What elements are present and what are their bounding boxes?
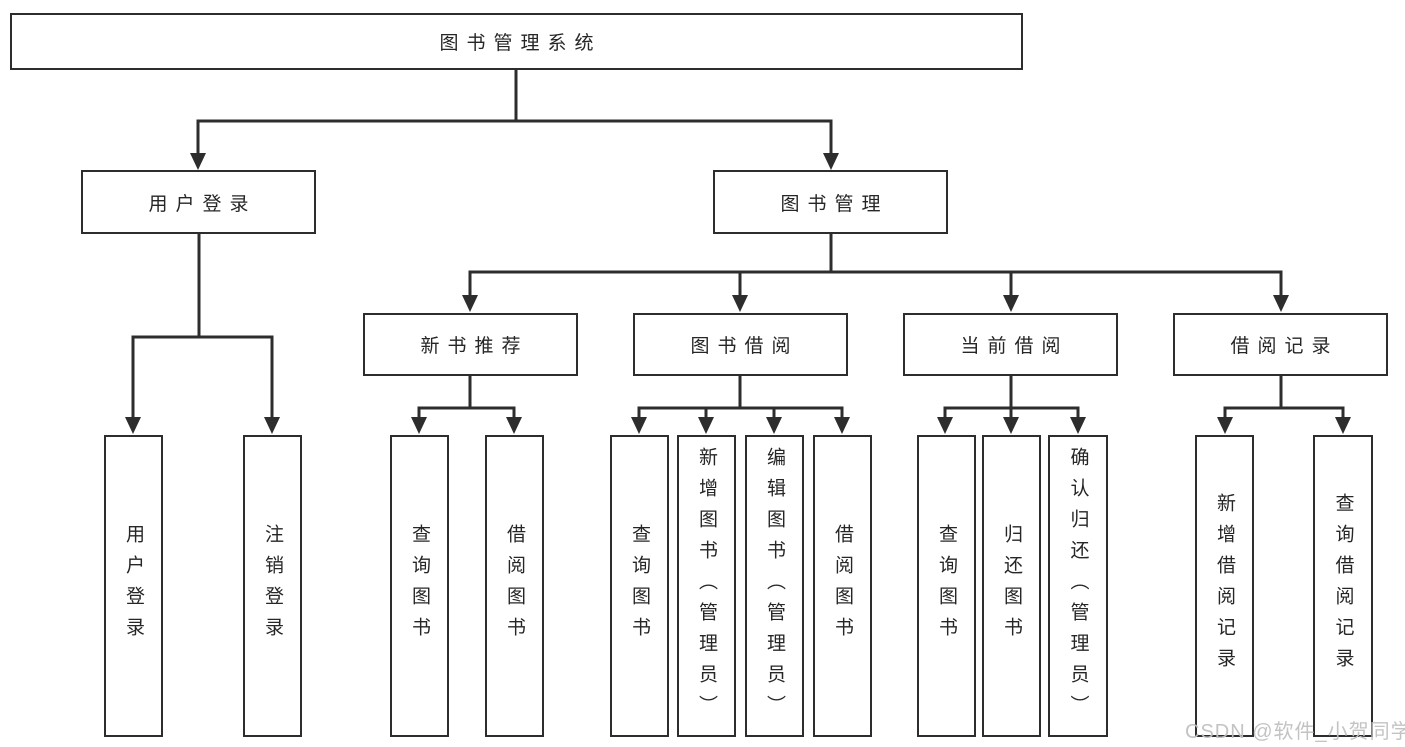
arrowhead [766,417,782,434]
leaf-user-login: 用户登录 [104,435,163,737]
arrowhead [1335,417,1351,434]
node-new-book-recommend: 新书推荐 [363,313,578,376]
node-user-login: 用户登录 [81,170,316,234]
arrowhead [1070,417,1086,434]
arrowhead [631,417,647,434]
connector-level1-bus [196,119,833,156]
leaf-current-confirm-return-admin: 确认归还（管理员） [1048,435,1108,737]
leaf-current-query-books: 查询图书 [917,435,976,737]
connector-level3-bus [468,270,1283,298]
leaf-borrowing-add-books-admin: 新增图书（管理员） [677,435,736,737]
node-borrowing-records: 借阅记录 [1173,313,1388,376]
leaf-borrowing-edit-books-admin: 编辑图书（管理员） [745,435,804,737]
watermark-text: CSDN @软件_小贺同学 [1185,721,1405,743]
node-library-management-system: 图书管理系统 [10,13,1023,70]
node-current-borrowing: 当前借阅 [903,313,1118,376]
leaf-logout-login: 注销登录 [243,435,302,737]
arrowhead [411,417,427,434]
arrowhead [834,417,850,434]
connector-records [1223,376,1345,420]
connector-borrowing [637,376,844,420]
leaf-recommend-query-books: 查询图书 [390,435,449,737]
arrowhead [1003,417,1019,434]
arrowhead [1273,295,1289,312]
arrowhead [506,417,522,434]
leaf-recommend-borrow-books: 借阅图书 [485,435,544,737]
arrowhead [264,417,280,434]
arrowhead [698,417,714,434]
arrowhead [1003,295,1019,312]
leaf-records-query-borrow-record: 查询借阅记录 [1313,435,1373,737]
arrowhead [462,295,478,312]
leaf-records-add-borrow-record: 新增借阅记录 [1195,435,1254,737]
arrowhead [937,417,953,434]
leaf-borrowing-borrow-books: 借阅图书 [813,435,872,737]
arrowhead [732,295,748,312]
connector-login-bus [131,335,274,420]
connector-recommend [417,376,516,420]
arrowhead [125,417,141,434]
node-book-borrowing: 图书借阅 [633,313,848,376]
leaf-current-return-books: 归还图书 [982,435,1041,737]
arrowhead [1217,417,1233,434]
leaf-borrowing-query-books: 查询图书 [610,435,669,737]
arrowhead [823,153,839,170]
arrowhead [190,153,206,170]
node-book-management: 图书管理 [713,170,948,234]
connector-current [943,376,1080,420]
